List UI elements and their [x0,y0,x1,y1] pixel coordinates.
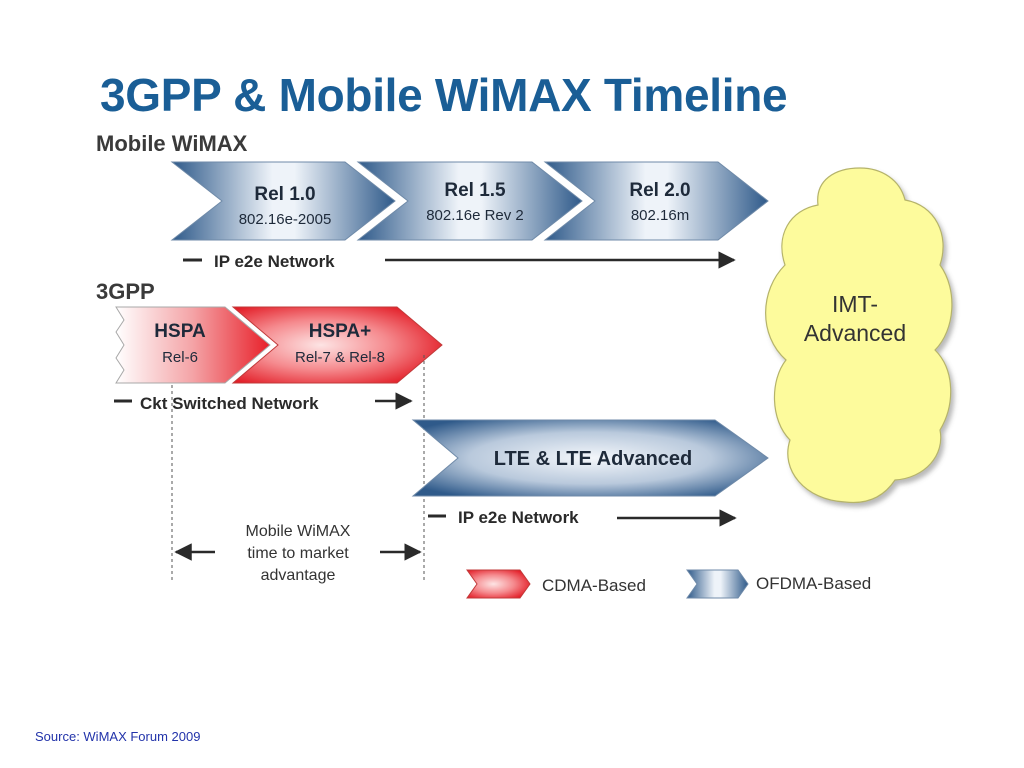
lte-network-label: IP e2e Network [458,508,579,527]
wimax-rel-1-5-standard: 802.16e Rev 2 [426,207,524,224]
page-title: 3GPP & Mobile WiMAX Timeline [100,69,788,121]
lte-name: LTE & LTE Advanced [494,448,693,470]
hspa-release: Rel-6 [162,349,198,366]
legend: CDMA-Based OFDMA-Based [466,569,871,599]
imt-label-line1: IMT- [832,291,878,317]
hspa-plus-name: HSPA+ [309,321,371,342]
wimax-rel-2-0-standard: 802.16m [631,207,689,224]
hspa-plus-chevron: HSPA+ Rel-7 & Rel-8 [231,306,443,384]
hspa-plus-release: Rel-7 & Rel-8 [295,349,385,366]
advantage-label-line1: Mobile WiMAX [246,523,351,540]
section-label-mobile-wimax: Mobile WiMAX [96,131,248,156]
source-citation: Source: WiMAX Forum 2009 [35,729,201,744]
wimax-rel-1-0-name: Rel 1.0 [254,184,315,205]
legend-cdma-label: CDMA-Based [542,576,646,595]
wimax-rel-2-0-chevron: Rel 2.0 802.16m [543,161,769,241]
wimax-rel-1-5-chevron: Rel 1.5 802.16e Rev 2 [356,161,583,241]
advantage-label-line2: time to market [247,545,349,562]
wimax-rel-1-5-name: Rel 1.5 [444,180,506,201]
section-label-3gpp: 3GPP [96,279,155,304]
wimax-rel-1-0-chevron: Rel 1.0 802.16e-2005 [170,161,396,241]
ckt-network-label: Ckt Switched Network [140,394,319,413]
advantage-label-line3: advantage [261,567,336,584]
imt-label-line2: Advanced [804,320,906,346]
wimax-network-label: IP e2e Network [214,252,335,271]
legend-ofdma-swatch [686,569,749,599]
wimax-rel-1-0-standard: 802.16e-2005 [239,211,332,228]
wimax-rel-2-0-name: Rel 2.0 [629,180,690,201]
lte-chevron: LTE & LTE Advanced [411,419,769,497]
imt-advanced-cloud [765,167,953,504]
legend-cdma-swatch [466,569,531,599]
hspa-chevron: HSPA Rel-6 [115,306,271,384]
legend-ofdma-label: OFDMA-Based [756,574,871,593]
hspa-name: HSPA [154,321,206,342]
cloud-shape [765,167,953,504]
